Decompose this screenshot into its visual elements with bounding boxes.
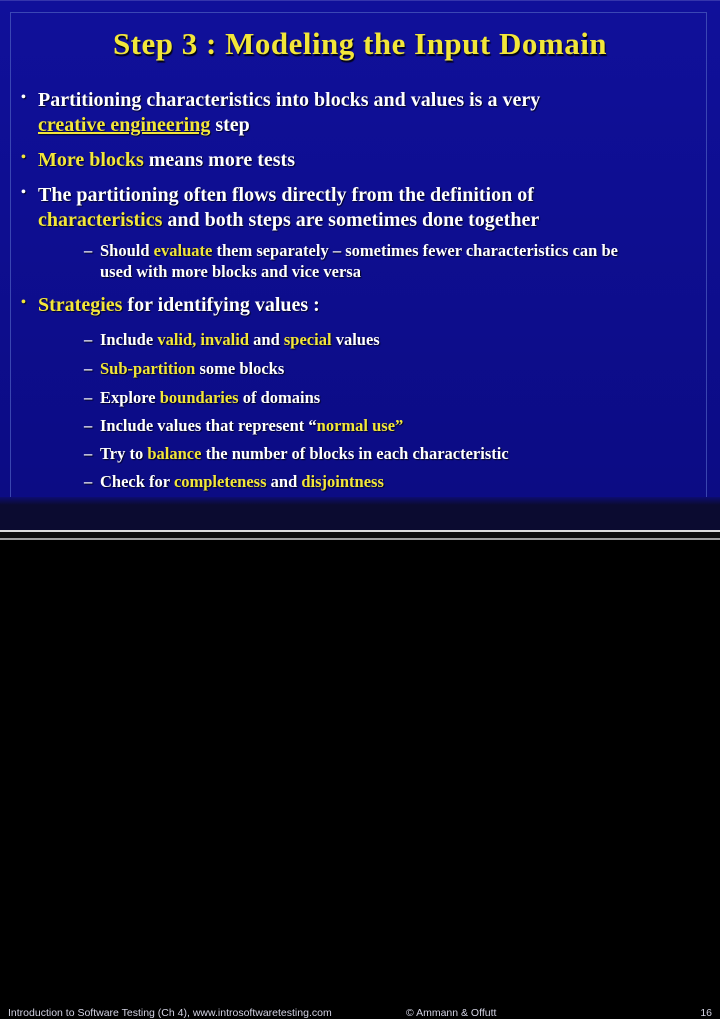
emphasized-text: Sub-partition xyxy=(100,359,196,378)
body-text: step xyxy=(210,114,250,136)
bullet-item-partitioning: • Partitioning characteristics into block… xyxy=(18,88,678,138)
bullet-text: Check for completeness and disjointness xyxy=(84,471,710,492)
emphasized-text: normal use xyxy=(316,416,396,435)
bullet-dot-icon: • xyxy=(21,90,26,105)
bullet-text: Explore boundaries of domains xyxy=(84,387,710,408)
bottom-gray-edge xyxy=(0,538,720,540)
bullet-item-partitioning-flows: • The partitioning often flows directly f… xyxy=(18,183,678,233)
body-text: The partitioning often flows directly fr… xyxy=(38,184,534,206)
body-text: values xyxy=(331,330,380,349)
bullet-text: Sub-partition some blocks xyxy=(84,358,710,379)
body-text: Partitioning characteristics into blocks… xyxy=(38,89,541,111)
emphasized-text: valid, xyxy=(157,330,197,349)
body-text: them separately – sometimes fewer charac… xyxy=(212,241,618,260)
sub-bullet-balance: –Try to balance the number of blocks in … xyxy=(84,443,710,464)
body-text: and both steps are sometimes done togeth… xyxy=(162,209,540,231)
bullet-dot-icon: • xyxy=(21,295,26,310)
bullet-text: The partitioning often flows directly fr… xyxy=(18,183,678,233)
emphasized-text: special xyxy=(283,330,332,349)
body-text: used with more blocks and vice versa xyxy=(100,262,361,281)
sub-bullet-normal-use: –Include values that represent “normal u… xyxy=(84,415,710,436)
body-text: and xyxy=(249,330,284,349)
emphasized-text: characteristics xyxy=(38,209,163,231)
dash-icon: – xyxy=(84,472,93,491)
bullet-item-strategies: •Strategies for identifying values : xyxy=(18,293,678,318)
body-text: and xyxy=(266,472,302,491)
emphasized-text: disjointness xyxy=(301,472,384,491)
body-text: Include xyxy=(100,330,158,349)
body-text: some blocks xyxy=(195,359,285,378)
body-text: Check for xyxy=(100,472,174,491)
emphasized-text: Strategies xyxy=(38,294,123,316)
dash-icon: – xyxy=(84,388,93,407)
bottom-highlight-line xyxy=(0,530,720,532)
sub-bullet-should-evaluate: –Should evaluate them separately – somet… xyxy=(84,240,710,282)
emphasized-text: balance xyxy=(147,444,202,463)
dash-icon: – xyxy=(84,330,93,349)
body-text: means more tests xyxy=(143,149,295,171)
dash-icon: – xyxy=(84,241,93,260)
body-text: Try to xyxy=(100,444,148,463)
bottom-black-band xyxy=(0,532,720,538)
bullet-text: Partitioning characteristics into blocks… xyxy=(18,88,678,138)
body-text: Explore xyxy=(100,388,160,407)
bullet-text: Include valid, invalid and special value… xyxy=(84,329,710,350)
body-text: for identifying values : xyxy=(122,294,320,316)
footer-bar: Introduction to Software Testing (Ch 4),… xyxy=(0,497,720,1019)
bullet-dot-icon: • xyxy=(21,185,26,200)
dash-icon: – xyxy=(84,359,93,378)
footer-copyright: © Ammann & Offutt xyxy=(406,1007,497,1019)
body-text: Include values that represent “ xyxy=(100,416,317,435)
footer-page-number: 16 xyxy=(700,1007,712,1019)
sub-bullet-completeness: –Check for completeness and disjointness xyxy=(84,471,710,492)
sub-bullet-sub-partition: –Sub-partition some blocks xyxy=(84,358,710,379)
top-edge-highlight xyxy=(0,0,720,1)
emphasized-text: creative engineering xyxy=(38,114,211,136)
footer-course-reference: Introduction to Software Testing (Ch 4),… xyxy=(8,1007,332,1019)
dash-icon: – xyxy=(84,444,93,463)
emphasized-text: ” xyxy=(395,416,404,435)
sub-bullet-explore-boundaries: –Explore boundaries of domains xyxy=(84,387,710,408)
dash-icon: – xyxy=(84,416,93,435)
emphasized-text: evaluate xyxy=(153,241,213,260)
bullet-text: Should evaluate them separately – someti… xyxy=(84,240,710,282)
slide-title: Step 3 : Modeling the Input Domain xyxy=(112,26,608,61)
bullet-dot-icon: • xyxy=(21,150,26,165)
emphasized-text: completeness xyxy=(173,472,267,491)
bullet-text: Strategies for identifying values : xyxy=(18,293,678,318)
bullet-text: Include values that represent “normal us… xyxy=(84,415,710,436)
bullet-item-more-blocks: •More blocks means more tests xyxy=(18,148,678,173)
sub-bullet-include-valid: –Include valid, invalid and special valu… xyxy=(84,329,710,350)
body-text: Should xyxy=(100,241,154,260)
bullet-text: More blocks means more tests xyxy=(18,148,678,173)
body-text: of domains xyxy=(238,388,321,407)
emphasized-text: boundaries xyxy=(159,388,239,407)
emphasized-text: invalid xyxy=(200,330,250,349)
bullet-text: Try to balance the number of blocks in e… xyxy=(84,443,710,464)
emphasized-text: More blocks xyxy=(38,149,144,171)
body-text: the number of blocks in each characteris… xyxy=(201,444,509,463)
